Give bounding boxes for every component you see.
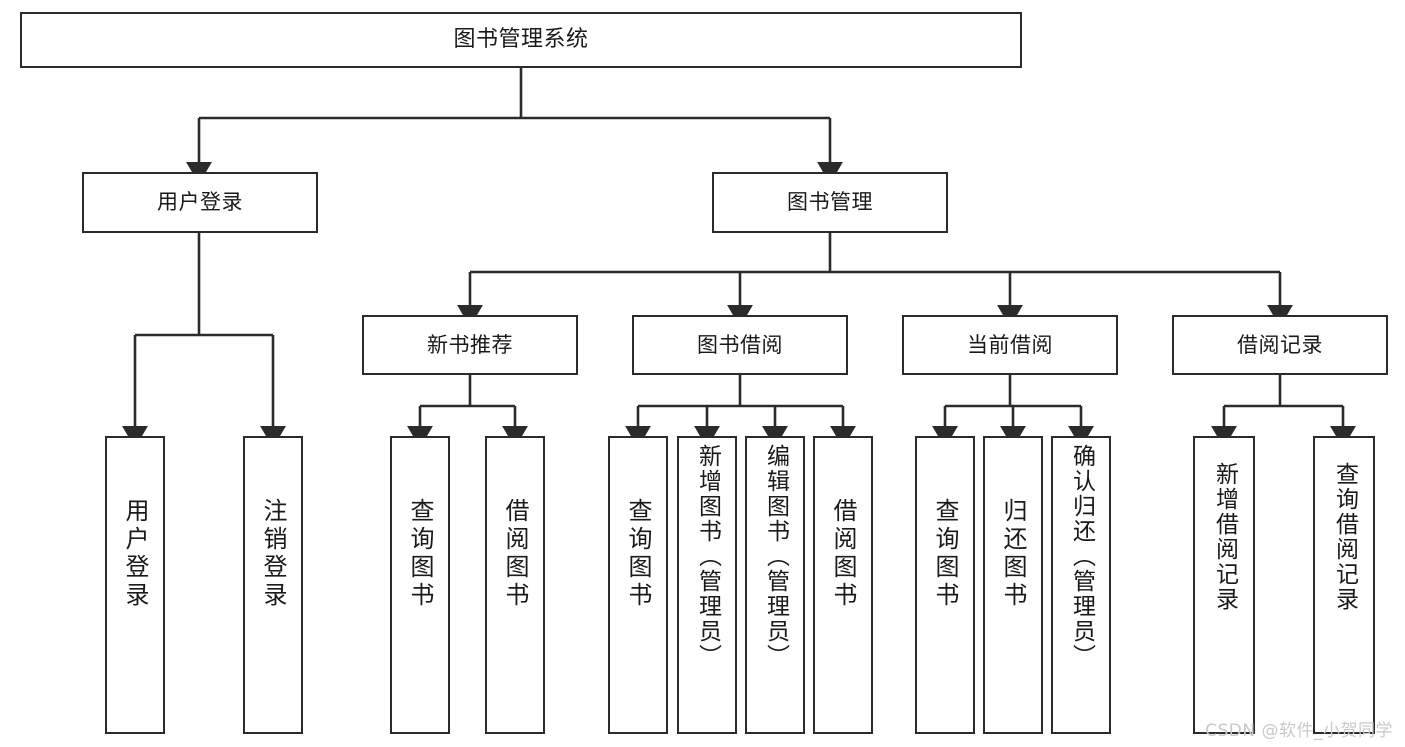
leaf-borrow-book-1[interactable]: 借阅图书: [485, 436, 545, 734]
node-root-label: 图书管理系统: [453, 27, 589, 53]
node-book-borrow-label: 图书借阅: [697, 332, 783, 357]
leaf-logout-login[interactable]: 注销登录: [243, 436, 303, 734]
node-new-book-recommend-label: 新书推荐: [427, 332, 513, 357]
node-borrow-record-label: 借阅记录: [1237, 332, 1323, 357]
leaf-edit-book-label: 编辑图书（管理员）: [762, 444, 789, 669]
leaf-return-book-label: 归还图书: [999, 498, 1027, 610]
leaf-add-book-label: 新增图书（管理员）: [694, 444, 721, 669]
leaf-add-record-label: 新增借阅记录: [1211, 462, 1238, 612]
leaf-return-book[interactable]: 归还图书: [983, 436, 1043, 734]
node-current-borrow-label: 当前借阅: [967, 332, 1053, 357]
leaf-user-login[interactable]: 用户登录: [105, 436, 165, 734]
leaf-borrow-book-2-label: 借阅图书: [829, 498, 857, 610]
node-current-borrow[interactable]: 当前借阅: [902, 315, 1118, 375]
leaf-query-book-3[interactable]: 查询图书: [915, 436, 975, 734]
node-user-login-label: 用户登录: [157, 190, 243, 215]
node-new-book-recommend[interactable]: 新书推荐: [362, 315, 578, 375]
node-book-borrow[interactable]: 图书借阅: [632, 315, 848, 375]
leaf-query-record-label: 查询借阅记录: [1331, 462, 1358, 612]
leaf-query-book-1[interactable]: 查询图书: [390, 436, 450, 734]
node-borrow-record[interactable]: 借阅记录: [1172, 315, 1388, 375]
node-root[interactable]: 图书管理系统: [20, 12, 1022, 68]
leaf-user-login-label: 用户登录: [121, 498, 149, 610]
leaf-edit-book[interactable]: 编辑图书（管理员）: [745, 436, 805, 734]
csdn-watermark: CSDN @软件_小贺同学: [1205, 721, 1393, 741]
leaf-query-book-1-label: 查询图书: [406, 498, 434, 610]
leaf-confirm-return[interactable]: 确认归还（管理员）: [1051, 436, 1111, 734]
leaf-query-book-2[interactable]: 查询图书: [608, 436, 668, 734]
node-book-manage-label: 图书管理: [787, 190, 873, 215]
leaf-add-record[interactable]: 新增借阅记录: [1193, 436, 1255, 734]
leaf-add-book[interactable]: 新增图书（管理员）: [677, 436, 737, 734]
leaf-query-record[interactable]: 查询借阅记录: [1313, 436, 1375, 734]
node-book-manage[interactable]: 图书管理: [712, 172, 948, 233]
node-user-login[interactable]: 用户登录: [82, 172, 318, 233]
leaf-borrow-book-1-label: 借阅图书: [501, 498, 529, 610]
leaf-logout-login-label: 注销登录: [259, 498, 287, 610]
leaf-confirm-return-label: 确认归还（管理员）: [1068, 444, 1095, 669]
leaf-query-book-2-label: 查询图书: [624, 498, 652, 610]
leaf-borrow-book-2[interactable]: 借阅图书: [813, 436, 873, 734]
leaf-query-book-3-label: 查询图书: [931, 498, 959, 610]
